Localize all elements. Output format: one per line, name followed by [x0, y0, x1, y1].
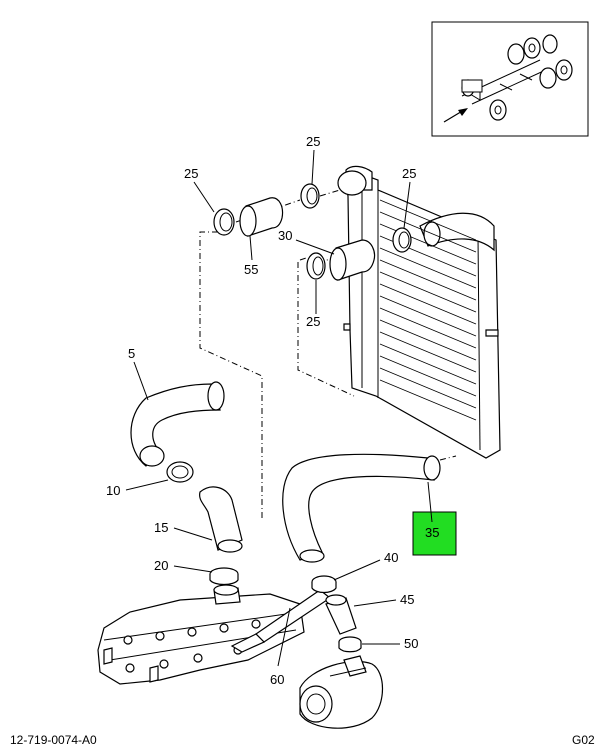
callout-15: 15: [154, 520, 168, 535]
locator-inset-icon: [431, 21, 589, 137]
upper-hose-kit: [213, 183, 412, 281]
callout-5: 5: [128, 346, 135, 361]
turbocharger: [299, 655, 383, 729]
callout-30: 30: [278, 228, 292, 243]
document-number: 12-719-0074-A0: [10, 733, 97, 747]
locator-arrow-icon: [443, 108, 468, 123]
callout-35-highlight: [412, 511, 457, 556]
callout-25-lower: 25: [306, 314, 320, 329]
callout-40: 40: [384, 550, 398, 565]
tube-15: [199, 486, 243, 553]
callout-35: 35: [425, 525, 439, 540]
callout-55: 55: [244, 262, 258, 277]
gasket-20: [209, 567, 239, 586]
callout-25-right: 25: [402, 166, 416, 181]
clamp-10: [166, 461, 194, 483]
callout-25-top: 25: [306, 134, 320, 149]
sheet-code: G02: [572, 733, 595, 747]
clamp-40: [311, 575, 337, 594]
leader-lines: [125, 149, 433, 667]
charge-air-cooler: [337, 165, 501, 459]
hose-35: [282, 453, 441, 563]
intake-manifold: [97, 584, 305, 685]
adapter-45: [325, 594, 357, 635]
callout-labels: 25 25 25 25 55 30 5 10 15 20 35 40 45 50…: [106, 134, 439, 687]
callout-50: 50: [404, 636, 418, 651]
callout-10: 10: [106, 483, 120, 498]
callout-20: 20: [154, 558, 168, 573]
callout-60: 60: [270, 672, 284, 687]
callout-45: 45: [400, 592, 414, 607]
hose-5: [130, 381, 225, 467]
callout-25-left: 25: [184, 166, 198, 181]
clamp-50: [338, 636, 362, 653]
